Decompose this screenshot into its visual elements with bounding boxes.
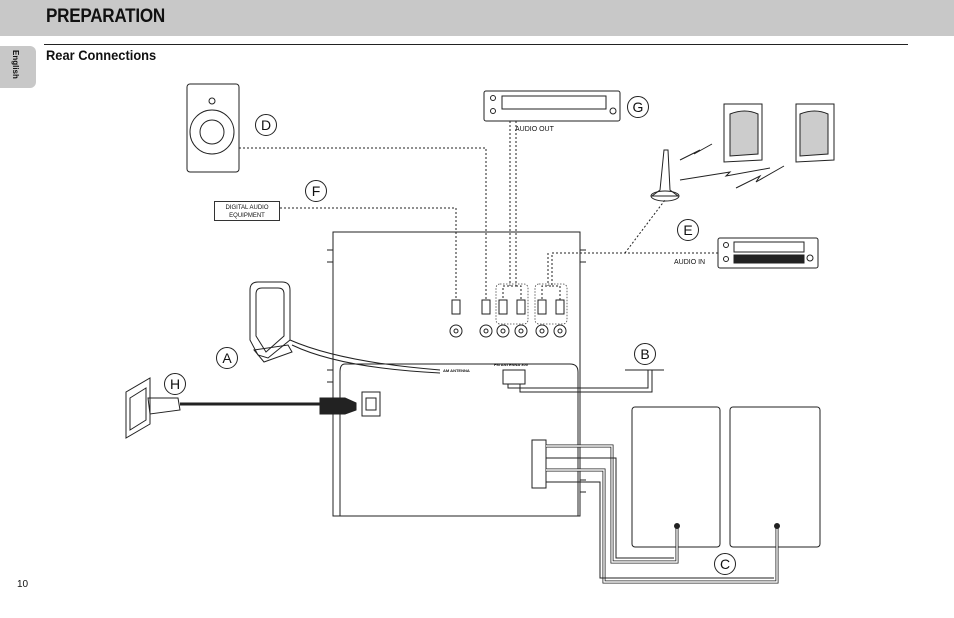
rca-jacks [449, 299, 567, 338]
wireless-speaker-left [723, 103, 763, 163]
fm-antenna-label: FM ANTENNA 300 [494, 362, 528, 367]
callout-b: B [634, 343, 656, 365]
fm-antenna-terminal [502, 369, 526, 385]
callout-f: F [305, 180, 327, 202]
audio-in-label: AUDIO IN [674, 259, 706, 266]
callout-h: H [164, 373, 186, 395]
callout-c: C [714, 553, 736, 575]
speaker-terminals [531, 439, 547, 489]
main-unit [332, 231, 581, 517]
callout-a: A [216, 347, 238, 369]
active-speaker [186, 83, 240, 173]
section-title: Rear Connections [46, 47, 157, 63]
digital-audio-equipment-label: DIGITAL AUDIO EQUIPMENT [214, 201, 280, 221]
wireless-speaker-right [795, 103, 835, 163]
language-tab [0, 46, 36, 88]
callout-d: D [255, 114, 277, 136]
page-title: PREPARATION [46, 6, 165, 27]
wall-socket [125, 377, 151, 439]
page-number: 10 [17, 579, 29, 590]
am-loop-antenna [249, 281, 291, 359]
header-bar [0, 0, 954, 36]
wireless-transmitter [650, 149, 680, 197]
language-label: English [11, 50, 20, 79]
audio-out-device [483, 90, 621, 122]
callout-g: G [627, 96, 649, 118]
callout-e: E [677, 219, 699, 241]
am-antenna-label: AM ANTENNA [443, 368, 470, 373]
ac-inlet [361, 391, 381, 417]
right-speaker [729, 406, 821, 548]
audio-out-label: AUDIO OUT [515, 126, 554, 133]
section-divider [44, 44, 908, 45]
